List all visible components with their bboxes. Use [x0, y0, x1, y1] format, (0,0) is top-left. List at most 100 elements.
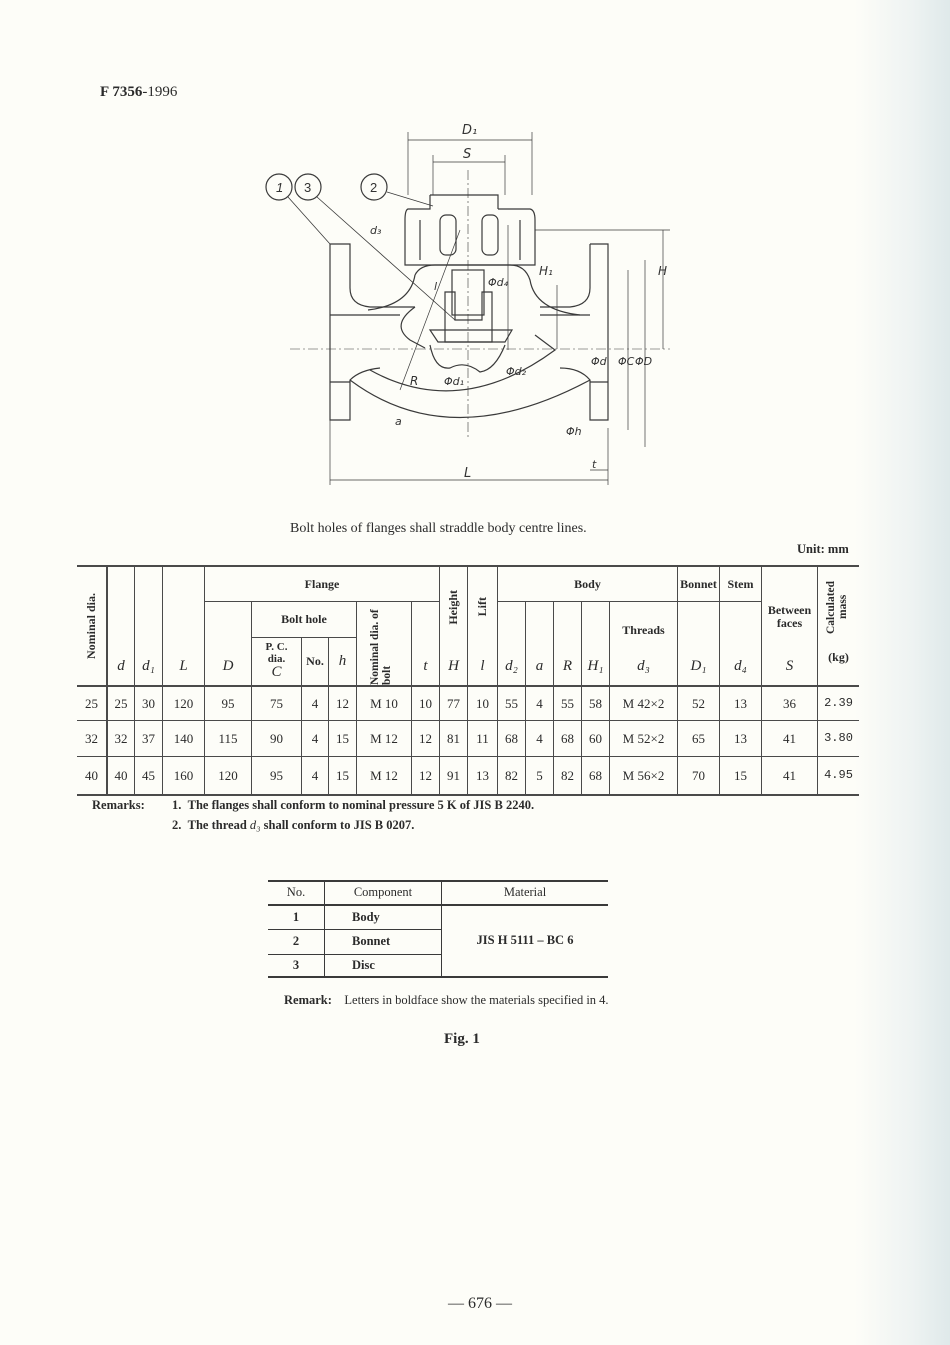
balloon-1: 1 — [265, 173, 293, 201]
cell: 30 — [142, 695, 155, 711]
cell: 40 — [85, 767, 98, 783]
header-S: S — [785, 658, 794, 675]
header-pc-dia: P. C. dia. C — [265, 641, 288, 681]
header-between-faces: Between faces — [767, 603, 812, 630]
svg-text:Φd: Φd — [591, 355, 608, 368]
cell: 11 — [476, 730, 489, 746]
header-calc-mass: Calculated mass — [824, 580, 849, 634]
unit-label: Unit: mm — [797, 542, 849, 556]
cell: 4 — [536, 695, 543, 711]
svg-text:d₃: d₃ — [370, 224, 382, 237]
cell: 95 — [270, 767, 283, 783]
cell: 77 — [447, 695, 460, 711]
cell: Body — [352, 909, 380, 924]
cell: 3 — [292, 957, 300, 972]
header-a: a — [535, 658, 544, 675]
header-h: h — [338, 652, 347, 669]
cell: M 10 — [370, 695, 398, 711]
page-number: — 676 — — [448, 1295, 512, 1312]
header-d2: d₂ — [505, 658, 518, 675]
header-D: D — [222, 658, 234, 675]
svg-text:H₁: H₁ — [539, 264, 553, 278]
materials-remark: Remark: Letters in boldface show the mat… — [284, 993, 609, 1007]
header-d1: d₁ — [142, 658, 155, 675]
remark-item-2: 2. The thread d₃ shall conform to JIS B … — [172, 818, 415, 832]
svg-text:3: 3 — [304, 180, 311, 195]
cell: 12 — [336, 695, 349, 711]
svg-text:Φd₂: Φd₂ — [506, 365, 527, 378]
svg-text:1: 1 — [276, 180, 283, 195]
document-id: F 7356-1996 — [100, 84, 177, 101]
figure-label: Fig. 1 — [444, 1031, 480, 1047]
cell: Disc — [352, 957, 375, 972]
materials-table: No. Component Material 1 Body 2 Bonnet 3… — [268, 880, 608, 978]
cell: 15 — [336, 767, 349, 783]
balloon-2: 2 — [360, 173, 388, 201]
cell: 4 — [536, 730, 543, 746]
balloon-3: 3 — [294, 173, 322, 201]
header-height: Height — [446, 589, 461, 625]
cell: 3.80 — [824, 731, 853, 746]
svg-text:Φh: Φh — [566, 425, 582, 438]
svg-text:t: t — [592, 458, 597, 471]
cell: 15 — [336, 730, 349, 746]
cell: 5 — [536, 767, 543, 783]
dimensions-table: Nominal dia. d d₁ L Flange D Bolt hole P… — [77, 565, 859, 796]
cell: 68 — [561, 730, 574, 746]
cell: 4 — [311, 695, 319, 711]
header-bonnet: Bonnet — [680, 576, 717, 591]
svg-text:R: R — [410, 374, 418, 388]
cell: 68 — [589, 767, 602, 783]
cell: 13 — [476, 767, 489, 783]
header-l: l — [480, 658, 485, 675]
header-kg: (kg) — [828, 649, 849, 664]
cell: M 12 — [370, 730, 398, 746]
material-value: JIS H 5111 – BC 6 — [476, 933, 574, 948]
svg-text:H: H — [658, 264, 667, 278]
header-nominal-dia: Nominal dia. — [84, 592, 99, 659]
header-stem: Stem — [727, 576, 754, 591]
svg-text:Φd₁: Φd₁ — [444, 375, 464, 388]
header-no: No. — [306, 654, 324, 669]
doc-code: F 7356 — [100, 84, 143, 100]
cell: 40 — [114, 767, 128, 783]
cell: M 52×2 — [622, 730, 665, 746]
cell: Bonnet — [352, 934, 391, 949]
cell: 13 — [734, 730, 747, 746]
cell: 25 — [85, 695, 98, 711]
header-D1: D₁ — [690, 658, 707, 675]
svg-text:D₁: D₁ — [462, 123, 477, 138]
header-threads: Threads — [622, 622, 665, 637]
cell: 91 — [447, 767, 460, 783]
figure-caption: Bolt holes of flanges shall straddle bod… — [290, 521, 587, 536]
cell: 25 — [114, 695, 128, 711]
mat-header-material: Material — [503, 885, 547, 900]
cell: 160 — [173, 767, 194, 783]
bleed-through-text — [735, 100, 738, 116]
cell: 60 — [589, 730, 602, 746]
cell: 41 — [783, 730, 796, 746]
cell: 13 — [734, 695, 747, 711]
remark-item-1: 1. The flanges shall conform to nominal … — [172, 798, 535, 812]
cell: 10 — [476, 695, 489, 711]
cell: 82 — [505, 767, 518, 783]
header-d3: d₃ — [637, 658, 650, 675]
svg-text:Φd₄: Φd₄ — [488, 276, 509, 289]
cell: 115 — [218, 730, 238, 746]
cell: 2.39 — [824, 696, 853, 711]
svg-text:l: l — [434, 280, 437, 293]
cell: M 56×2 — [622, 767, 665, 783]
cell: 81 — [447, 730, 460, 746]
header-body: Body — [574, 576, 601, 591]
cell: 82 — [561, 767, 574, 783]
svg-text:a: a — [395, 415, 402, 428]
header-d: d — [117, 658, 125, 675]
cell: 52 — [692, 695, 705, 711]
cell: 65 — [692, 730, 705, 746]
cell: 32 — [114, 730, 128, 746]
header-t: t — [423, 658, 428, 675]
svg-text:L: L — [464, 466, 471, 481]
valve-drawing: 1 3 2 D₁ S d₃ Φd₄ — [265, 123, 670, 485]
header-nominal-bolt: Nominal dia. of bolt — [369, 609, 394, 685]
cell: 55 — [505, 695, 518, 711]
